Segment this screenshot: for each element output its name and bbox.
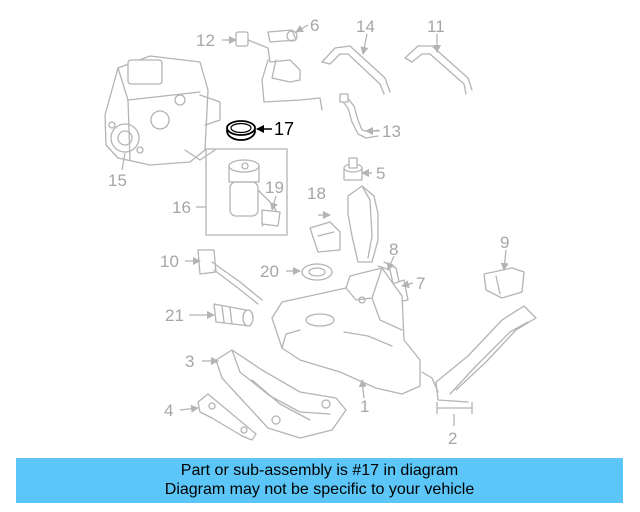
- gasket-part-20: [301, 263, 333, 281]
- callout-13: 13: [382, 122, 401, 141]
- callout-16: 16: [172, 198, 191, 217]
- callout-14: 14: [356, 17, 375, 36]
- callout-9: 9: [500, 233, 509, 252]
- fuel-tank-part-1: [271, 267, 421, 395]
- fuel-filter-part-21: [213, 303, 254, 327]
- callout-21: 21: [165, 306, 184, 325]
- callout-5: 5: [376, 164, 385, 183]
- valve-part-5: [343, 157, 363, 181]
- info-banner: Part or sub-assembly is #17 in diagram D…: [16, 458, 623, 503]
- connector-part-6: [267, 29, 298, 43]
- sensor-part-19: [261, 209, 281, 227]
- heat-shield-part-3: [215, 349, 347, 439]
- banner-line-1: Part or sub-assembly is #17 in diagram: [180, 462, 459, 479]
- hose-part-11: [404, 45, 473, 95]
- seal-ring-part-17: [226, 120, 256, 141]
- hose-part-14: [321, 45, 391, 95]
- bracket-part-9: [483, 267, 525, 299]
- callout-10: 10: [160, 252, 179, 271]
- callout-8: 8: [389, 240, 398, 259]
- filler-neck-part-18: [309, 185, 379, 263]
- connector-part-10: [197, 249, 263, 305]
- callout-7: 7: [416, 274, 425, 293]
- fuel-line-part-12: [235, 31, 323, 111]
- callout-20: 20: [260, 262, 279, 281]
- callout-19: 19: [265, 178, 284, 197]
- callout-17: 17: [274, 119, 294, 139]
- callout-18: 18: [307, 184, 326, 203]
- callout-4: 4: [164, 401, 173, 420]
- callout-15: 15: [108, 171, 127, 190]
- callout-6: 6: [310, 16, 319, 35]
- banner-line-2: Diagram may not be specific to your vehi…: [164, 481, 475, 498]
- injection-pump-part-15: [104, 55, 221, 166]
- callout-1: 1: [360, 397, 369, 416]
- parts-diagram: 1 2 3 4 5 6 7 8 9 10 11 12 13 14 15 16 1…: [104, 16, 537, 448]
- callout-12: 12: [196, 31, 215, 50]
- callout-3: 3: [185, 352, 194, 371]
- tank-straps-part-2: [421, 305, 537, 403]
- bracket-part-4: [197, 393, 257, 441]
- callout-2: 2: [448, 429, 457, 448]
- callout-11: 11: [427, 17, 445, 36]
